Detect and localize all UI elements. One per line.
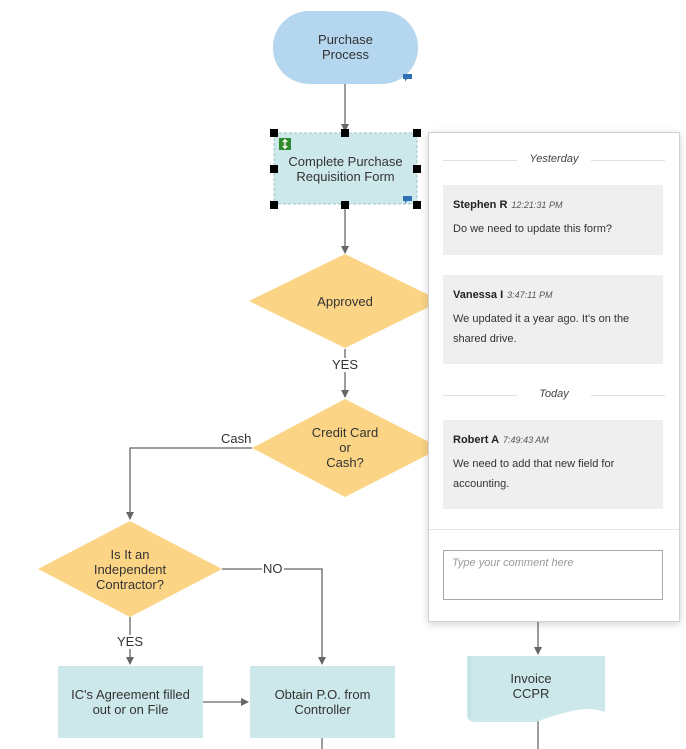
day-separator-yesterday: Yesterday xyxy=(443,153,665,165)
obtain-po-label: Obtain P.O. from Controller xyxy=(274,687,371,717)
contractor-decision-label: Is It an Independent Contractor? xyxy=(93,547,167,592)
obtain-po-process-shape[interactable] xyxy=(250,666,395,738)
comment-input[interactable] xyxy=(443,550,663,600)
edge-label-yes-contractor: YES xyxy=(116,634,145,649)
comment-text: We need to add that new field for accoun… xyxy=(453,458,615,490)
resize-handle-middle-right[interactable] xyxy=(413,165,421,173)
invoice-label: Invoice CCPR xyxy=(510,671,552,701)
comment-author: Robert A xyxy=(453,434,500,446)
start-terminator-shape[interactable] xyxy=(273,11,418,84)
edge-label-no: NO xyxy=(262,561,284,576)
comment-author: Vanessa I xyxy=(453,289,504,301)
comment-timestamp: 7:49:43 AM xyxy=(503,435,549,445)
resize-handle-bottom-right[interactable] xyxy=(413,201,421,209)
payment-decision-shape[interactable] xyxy=(252,399,441,497)
approved-decision-shape[interactable] xyxy=(249,254,441,348)
comment-timestamp: 3:47:11 PM xyxy=(507,290,553,300)
resize-handle-top-middle[interactable] xyxy=(341,129,349,137)
resize-handle-top-left[interactable] xyxy=(270,129,278,137)
comment-author: Stephen R xyxy=(453,199,508,211)
payment-decision-label: Credit Card or Cash? xyxy=(311,425,379,470)
green-resize-badge-icon[interactable] xyxy=(279,138,291,150)
ic-agreement-label: IC's Agreement filled out or on File xyxy=(71,687,190,717)
approved-decision-label: Approved xyxy=(317,294,373,309)
edge-label-yes-approved: YES xyxy=(331,357,360,372)
comment-text: Do we need to update this form? xyxy=(453,223,612,235)
resize-handle-bottom-left[interactable] xyxy=(270,201,278,209)
resize-handle-bottom-middle[interactable] xyxy=(341,201,349,209)
ic-agreement-process-shape[interactable] xyxy=(58,666,203,738)
connector-payment-cash[interactable] xyxy=(126,447,252,520)
comment-timestamp: 12:21:31 PM xyxy=(511,200,563,210)
start-terminator-label: Purchase Process xyxy=(318,32,373,62)
comment-bubble-icon[interactable] xyxy=(403,191,412,204)
day-separator-label: Today xyxy=(539,388,569,400)
comment-text: We updated it a year ago. It's on the sh… xyxy=(453,313,630,345)
panel-divider xyxy=(429,529,679,530)
resize-handle-middle-left[interactable] xyxy=(270,165,278,173)
contractor-decision-shape[interactable] xyxy=(38,521,222,617)
requisition-process-shape[interactable] xyxy=(273,132,418,205)
day-separator-label: Yesterday xyxy=(529,153,579,165)
invoice-document-shape[interactable] xyxy=(467,656,605,722)
resize-handle-top-right[interactable] xyxy=(413,129,421,137)
edge-label-cash: Cash xyxy=(220,431,253,446)
connector-contractor-no[interactable] xyxy=(222,568,326,665)
day-separator-today: Today xyxy=(443,388,665,400)
requisition-process-label: Complete Purchase Requisition Form xyxy=(288,154,403,184)
comment-bubble-icon[interactable] xyxy=(403,69,412,82)
